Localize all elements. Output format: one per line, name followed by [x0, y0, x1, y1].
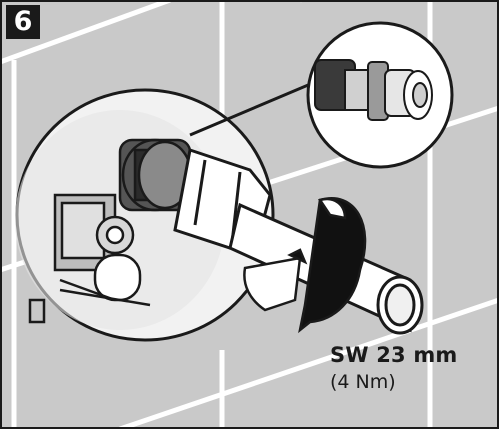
step-number-badge: 6 — [6, 5, 40, 39]
detail-callout — [189, 21, 454, 169]
torque-label: (4 Nm) — [330, 371, 396, 393]
tool-spec: SW 23 mm (4 Nm) — [330, 342, 458, 396]
valve-body — [28, 193, 151, 324]
wrench-size-label: SW 23 mm — [330, 343, 458, 367]
tighten-rotation-arrow — [243, 197, 367, 334]
